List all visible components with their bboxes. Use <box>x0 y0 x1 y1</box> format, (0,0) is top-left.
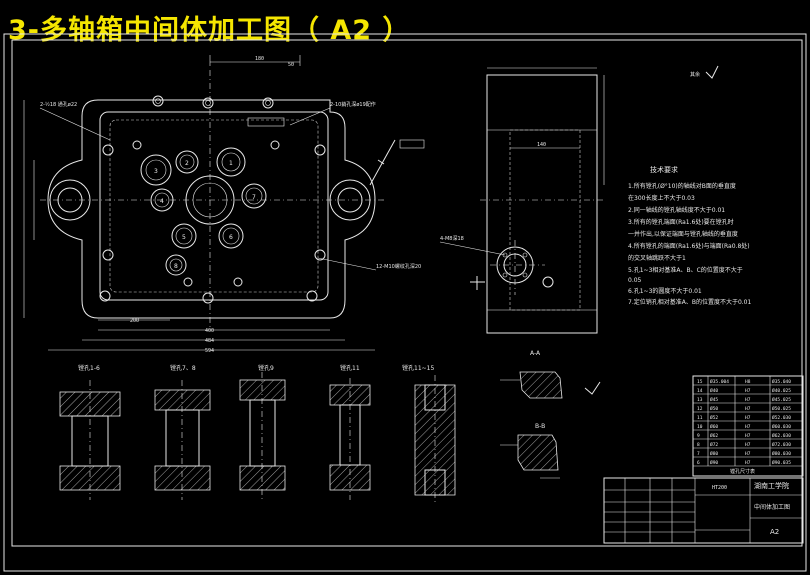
table-r3-c2: H7 <box>745 406 751 412</box>
hole-label-7: 7 <box>252 194 256 201</box>
hole-label-4: 4 <box>160 198 164 205</box>
table-r5-c3: Ø60.030 <box>772 423 791 430</box>
ann-right: 4-M8深18 <box>440 235 464 242</box>
table-r1-c1: Ø40 <box>710 387 718 394</box>
ann-top: 2-10銷孔深ø19配作 <box>330 101 376 108</box>
table-r6-c1: Ø62 <box>710 432 718 439</box>
tech-req-8: 0.05 <box>628 277 642 284</box>
table-r0-c2: H8 <box>745 379 751 385</box>
table-r1-c2: H7 <box>745 388 751 394</box>
tech-req-9: 6.孔1~3的圆度不大于0.01 <box>628 287 702 295</box>
front-view: 1 2 3 4 5 6 7 8 180 50 200 400 484 594 <box>23 55 425 354</box>
table-r0-c1: Ø35.004 <box>710 378 729 385</box>
bore-details: 镗孔1-6 镗孔7、8 镗孔9 镗孔11 镗孔11~15 <box>59 364 456 505</box>
school-name: 湖南工学院 <box>754 481 789 490</box>
table-r8-c3: Ø80.030 <box>772 450 791 457</box>
table-r7-c1: Ø72 <box>710 441 718 448</box>
sheet-size: A2 <box>770 528 779 536</box>
bore-label-4: 镗孔11 <box>340 364 360 372</box>
hole-label-6: 6 <box>229 234 233 241</box>
hole-label-2: 2 <box>185 160 189 167</box>
section-views: A-A B-B <box>500 350 601 479</box>
table-r2-c3: Ø45.025 <box>772 396 791 403</box>
outer-frame <box>3 33 807 572</box>
hole-label-5: 5 <box>182 234 186 241</box>
dim-bottom3: 594 <box>205 348 214 354</box>
table-r8-c2: H7 <box>745 451 751 457</box>
tech-req-10: 7.定位销孔相对基准A、B的位置度不大于0.01 <box>628 298 751 306</box>
model-text: HT200 <box>712 485 727 491</box>
table-r8-c1: Ø80 <box>710 450 718 457</box>
table-r9-c3: Ø90.035 <box>772 459 791 466</box>
tech-req-0: 1.所有镗孔(Ø°10)的轴线对B面的垂直度 <box>628 182 736 190</box>
bore-label-3: 镗孔9 <box>258 364 274 372</box>
page-title: 3-多轴箱中间体加工图（ A2 ） <box>8 15 411 46</box>
table-r6-c0: 9 <box>697 433 700 439</box>
bore-table: 15 Ø35.004 H8 Ø35.040 14 Ø40 H7 Ø40.025 … <box>692 375 804 477</box>
dim-side: 140 <box>537 142 546 148</box>
title-block: HT200 湖南工学院 中间体加工图 A2 <box>603 477 804 544</box>
table-r5-c1: Ø60 <box>710 423 718 430</box>
table-r7-c0: 8 <box>697 442 700 448</box>
table-r2-c0: 13 <box>697 397 703 403</box>
bore-label-1: 镗孔1-6 <box>78 364 100 372</box>
table-r1-c3: Ø40.025 <box>772 387 791 394</box>
table-r4-c3: Ø52.030 <box>772 414 791 421</box>
table-r9-c2: H7 <box>745 460 751 466</box>
hole-label-8: 8 <box>174 263 178 270</box>
table-r3-c1: Ø50 <box>710 405 718 412</box>
bore-label-2: 镗孔7、8 <box>170 364 196 372</box>
table-r5-c2: H7 <box>745 424 751 430</box>
table-r4-c1: Ø52 <box>710 414 718 421</box>
table-r0-c0: 15 <box>697 379 703 385</box>
table-r6-c3: Ø62.030 <box>772 432 791 439</box>
bore-label-5: 镗孔11~15 <box>402 364 434 372</box>
tech-req-5: 4.所有镗孔的端面(Ra1.6处)与端面(Ra0.8处) <box>628 242 750 250</box>
table-r9-c1: Ø90 <box>710 459 718 466</box>
table-r2-c1: Ø45 <box>710 396 718 403</box>
side-view: 140 4-M8深18 其余 技术要求 1.所有镗孔(Ø°10)的轴线对B面的垂… <box>439 65 751 334</box>
dim-200: 200 <box>130 318 139 324</box>
dim-bottom2: 484 <box>205 338 214 344</box>
table-r4-c2: H7 <box>745 415 751 421</box>
tech-req-2: 2.同一轴线的镗孔轴线度不大于0.01 <box>628 206 725 214</box>
table-r2-c2: H7 <box>745 397 751 403</box>
section-aa-label: A-A <box>530 350 541 357</box>
table-r7-c3: Ø72.030 <box>772 441 791 448</box>
dim-bottom1: 400 <box>205 328 214 334</box>
other-label: 其余 <box>690 71 700 78</box>
table-caption: 镗孔尺寸表 <box>730 468 755 475</box>
table-r3-c0: 12 <box>697 406 703 412</box>
table-r7-c2: H7 <box>745 442 751 448</box>
drawing-name: 中间体加工图 <box>754 503 790 511</box>
tech-req-1: 在300长度上不大于0.03 <box>628 194 695 202</box>
ann-left: 2-½18 通孔ø22 <box>40 101 77 108</box>
dim-top2: 50 <box>288 62 294 68</box>
tech-req-title: 技术要求 <box>650 165 678 174</box>
tech-req-6: 的交叉轴跳跃不大于1 <box>628 254 686 262</box>
dim-top: 180 <box>255 56 264 62</box>
table-r4-c0: 11 <box>697 415 703 421</box>
table-r6-c2: H7 <box>745 433 751 439</box>
table-r0-c3: Ø35.040 <box>772 378 791 385</box>
hole-label-3: 3 <box>154 168 158 175</box>
table-r3-c3: Ø50.025 <box>772 405 791 412</box>
tech-req-4: 一并作出,以保证端面与镗孔轴线的垂直度 <box>628 230 738 238</box>
section-bb-label: B-B <box>535 423 545 430</box>
hole-label-1: 1 <box>229 160 233 167</box>
tech-req-7: 5.孔1~3相对基准A、B、C的位置度不大于 <box>628 266 743 274</box>
table-r1-c0: 14 <box>697 388 703 394</box>
tech-req-3: 3.所有的镗孔端面(Ra1.6处)要在镗孔时 <box>628 218 734 226</box>
table-r8-c0: 7 <box>697 451 700 457</box>
inner-frame <box>11 39 803 547</box>
table-r9-c0: 6 <box>697 460 700 466</box>
ann-side: 12-M10螺纹孔深20 <box>376 263 421 270</box>
table-r5-c0: 10 <box>697 424 703 430</box>
